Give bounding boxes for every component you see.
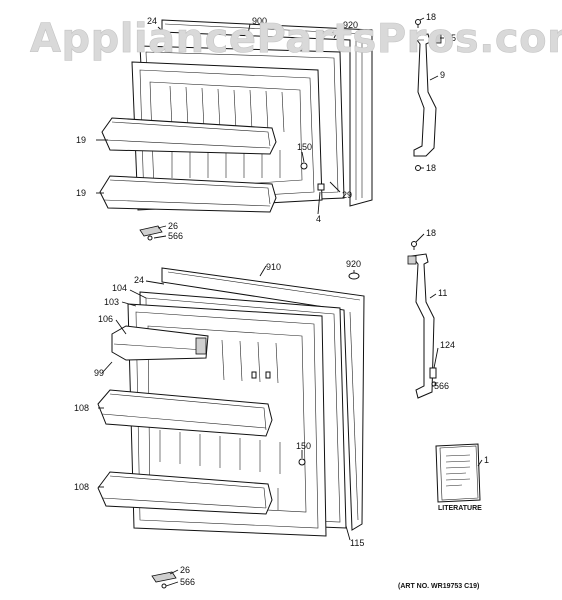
callout-566-bottom: 566	[180, 577, 195, 587]
upper-hinge-assembly	[413, 19, 442, 171]
hinge-cam	[429, 367, 437, 379]
callout-104: 104	[112, 283, 127, 293]
hinge-pin	[431, 33, 442, 44]
fresh-food-door-plug	[348, 272, 360, 280]
callout-566-mid: 566	[434, 381, 449, 391]
callout-900: 900	[252, 16, 267, 26]
hinge-screw-bottom	[415, 165, 421, 171]
callout-29: 29	[342, 190, 352, 200]
callout-150-bottom: 150	[296, 441, 311, 451]
callout-150-top: 150	[297, 142, 312, 152]
callout-11: 11	[438, 288, 447, 298]
callout-920-bottom: 920	[346, 259, 361, 269]
freezer-door-shelf-upper	[101, 117, 277, 155]
watermark-text: AppliancePartsPros.com	[30, 16, 562, 62]
callout-4: 4	[316, 214, 321, 224]
center-hinge	[411, 253, 435, 399]
center-hinge-assembly	[407, 241, 437, 399]
leader-lines	[96, 17, 483, 587]
freezer-door-screw	[300, 162, 308, 170]
callout-18-b: 18	[426, 163, 436, 173]
art-number: (ART NO. WR19753 C19)	[398, 583, 479, 590]
callout-24-bottom: 24	[134, 275, 144, 285]
freezer-door-assembly	[99, 19, 373, 213]
callout-910: 910	[266, 262, 281, 272]
freezer-outer-door	[161, 19, 373, 207]
freezer-door-clip	[317, 183, 325, 191]
dairy-compartment-hinge	[195, 337, 207, 355]
fresh-food-door-screw	[298, 458, 306, 466]
freezer-door-hinge	[413, 33, 437, 157]
fresh-food-outer-door	[161, 267, 365, 531]
literature-label: LITERATURE	[438, 505, 482, 512]
callout-24-top: 24	[147, 16, 157, 26]
callout-19-b: 19	[76, 188, 86, 198]
callout-108-b: 108	[74, 482, 89, 492]
callout-35: 35	[446, 33, 456, 43]
fresh-food-door-assembly	[97, 267, 365, 537]
literature-booklet	[435, 443, 481, 503]
callout-labels: 24 900 920 18 35 9 18 19 150 29 19 4 26 …	[74, 12, 489, 587]
callout-124: 124	[440, 340, 455, 350]
callout-18-c: 18	[426, 228, 436, 238]
callout-566-top: 566	[168, 231, 183, 241]
callout-99: 99	[94, 368, 104, 378]
fresh-food-bottom-hinge-parts	[151, 571, 177, 589]
callout-106: 106	[98, 314, 113, 324]
fresh-food-door-shelf-lower	[97, 471, 273, 515]
callout-9: 9	[440, 70, 445, 80]
callout-103: 103	[104, 297, 119, 307]
freezer-door-shelf-lower	[99, 175, 277, 213]
center-hinge-screw	[411, 241, 417, 247]
callout-18-a: 18	[426, 12, 436, 22]
callout-115: 115	[350, 538, 364, 548]
dairy-compartment-door	[111, 325, 209, 361]
freezer-bottom-hinge-parts	[139, 225, 163, 241]
callout-1: 1	[484, 455, 489, 465]
callout-26-top: 26	[168, 221, 178, 231]
callout-920-top: 920	[343, 20, 358, 30]
callout-19-a: 19	[76, 135, 86, 145]
callout-26-bottom: 26	[180, 565, 190, 575]
callout-108-a: 108	[74, 403, 89, 413]
